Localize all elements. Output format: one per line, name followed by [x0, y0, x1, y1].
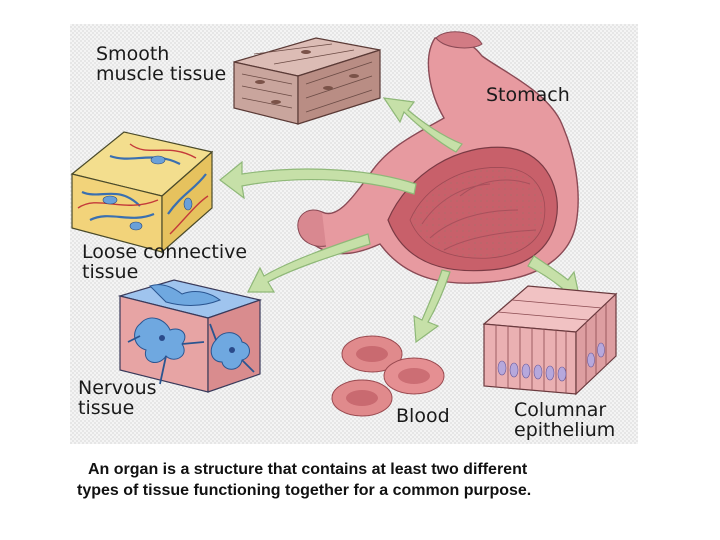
blood-cell — [383, 357, 445, 395]
lining-rugae — [421, 179, 537, 251]
stomach-illustration — [297, 31, 579, 284]
stomach-lining-folds — [409, 167, 546, 259]
duodenum — [297, 209, 327, 247]
arrow-to-nervous — [247, 233, 371, 293]
smooth-muscle-block — [233, 37, 381, 125]
caption-line-2: types of tissue functioning together for… — [77, 482, 532, 499]
blood-cell — [331, 379, 393, 417]
blood-cells — [331, 335, 445, 417]
label-blood: Blood — [396, 405, 450, 427]
arrow-to-smooth-muscle — [382, 97, 463, 153]
esophagus-opening — [435, 31, 483, 49]
caption-line-1: An organ is a structure that contains at… — [88, 461, 528, 478]
nervous-tissue-cube — [117, 279, 263, 393]
loose-connective-cube — [70, 131, 214, 254]
label-smooth-muscle: Smooth muscle tissue — [96, 43, 227, 85]
label-columnar-epithelium: Columnar epithelium — [514, 399, 616, 441]
caption: An organ is a structure that contains at… — [60, 459, 660, 501]
organ-tissue-diagram: Smooth muscle tissue Stomach Loose conne… — [70, 24, 638, 444]
label-stomach: Stomach — [486, 84, 570, 106]
arrow-to-blood — [413, 269, 451, 344]
label-nervous-tissue: Nervous tissue — [78, 377, 157, 419]
columnar-epithelium-block — [482, 285, 618, 396]
diagram-illustration — [70, 31, 618, 417]
blood-cell — [341, 335, 403, 373]
label-loose-connective: Loose connective tissue — [82, 241, 248, 283]
arrow-to-loose-connective — [219, 160, 417, 200]
